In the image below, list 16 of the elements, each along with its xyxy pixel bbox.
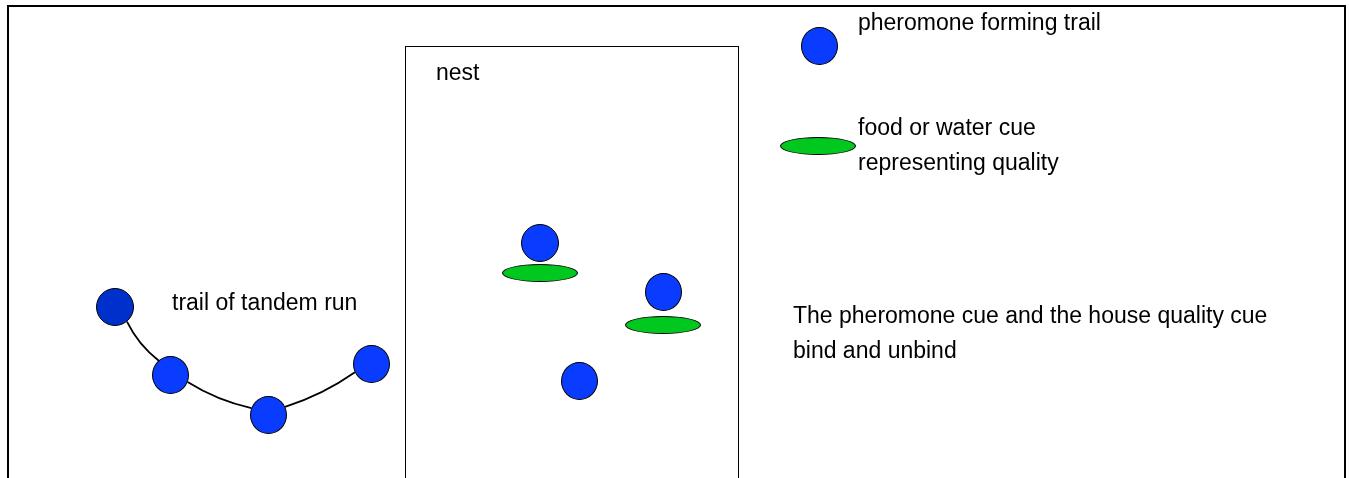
annotation-text: trail of tandem run xyxy=(172,288,358,317)
nest-label: nest xyxy=(436,58,480,87)
pheromone-circle xyxy=(152,356,189,394)
annotation-text: The pheromone cue and the house quality cue bind and unbind xyxy=(793,301,1269,365)
pheromone-circle xyxy=(353,345,390,383)
pheromone-circle xyxy=(561,362,598,400)
nest-box xyxy=(405,46,739,478)
pheromone-circle xyxy=(521,224,559,262)
legend-label: food or water cue representing quality xyxy=(858,113,1060,177)
trail-line xyxy=(284,371,356,408)
trail-line xyxy=(126,320,160,362)
legend-label: pheromone forming trail xyxy=(858,8,1102,37)
pheromone-circle xyxy=(645,273,682,311)
pheromone-circle xyxy=(96,288,134,326)
pheromone-circle xyxy=(250,396,287,434)
trail-line xyxy=(186,381,253,409)
